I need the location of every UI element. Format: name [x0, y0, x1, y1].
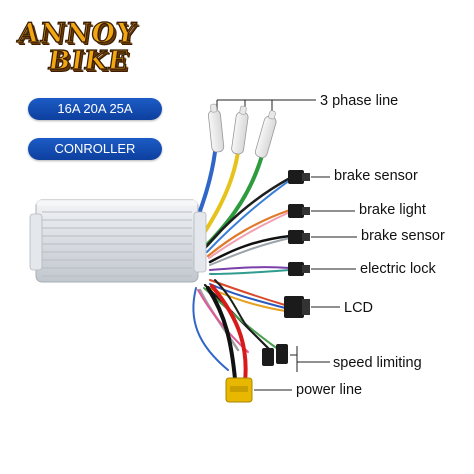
brake-light-connector — [288, 204, 310, 218]
brake-sensor-1-connector — [288, 170, 310, 184]
power-plug — [225, 377, 253, 403]
phase-connectors — [208, 103, 277, 159]
brake-sensor-2-connector — [288, 230, 310, 244]
label-speed-limiting: speed limiting — [333, 355, 422, 371]
product-badge: CONROLLER — [28, 138, 162, 160]
rating-badge: 16A 20A 25A — [28, 98, 162, 120]
signal-connectors — [262, 170, 310, 366]
electric-lock-connector — [288, 262, 310, 276]
label-lcd: LCD — [344, 300, 374, 316]
speed-limit-connector-a — [262, 348, 274, 366]
label-brake-sensor-2: brake sensor — [361, 228, 445, 244]
lcd-connector — [284, 296, 310, 318]
label-power-line: power line — [296, 382, 363, 398]
speed-limit-connector-b — [276, 344, 288, 364]
label-3-phase-line: 3 phase line — [320, 93, 399, 109]
phase-bracket — [216, 99, 316, 112]
controller-box — [29, 199, 207, 283]
label-electric-lock: electric lock — [360, 261, 436, 277]
label-brake-light: brake light — [359, 202, 426, 218]
leader-lines — [254, 176, 357, 391]
speed-limit-bracket — [290, 346, 330, 372]
label-brake-sensor-1: brake sensor — [334, 168, 418, 184]
